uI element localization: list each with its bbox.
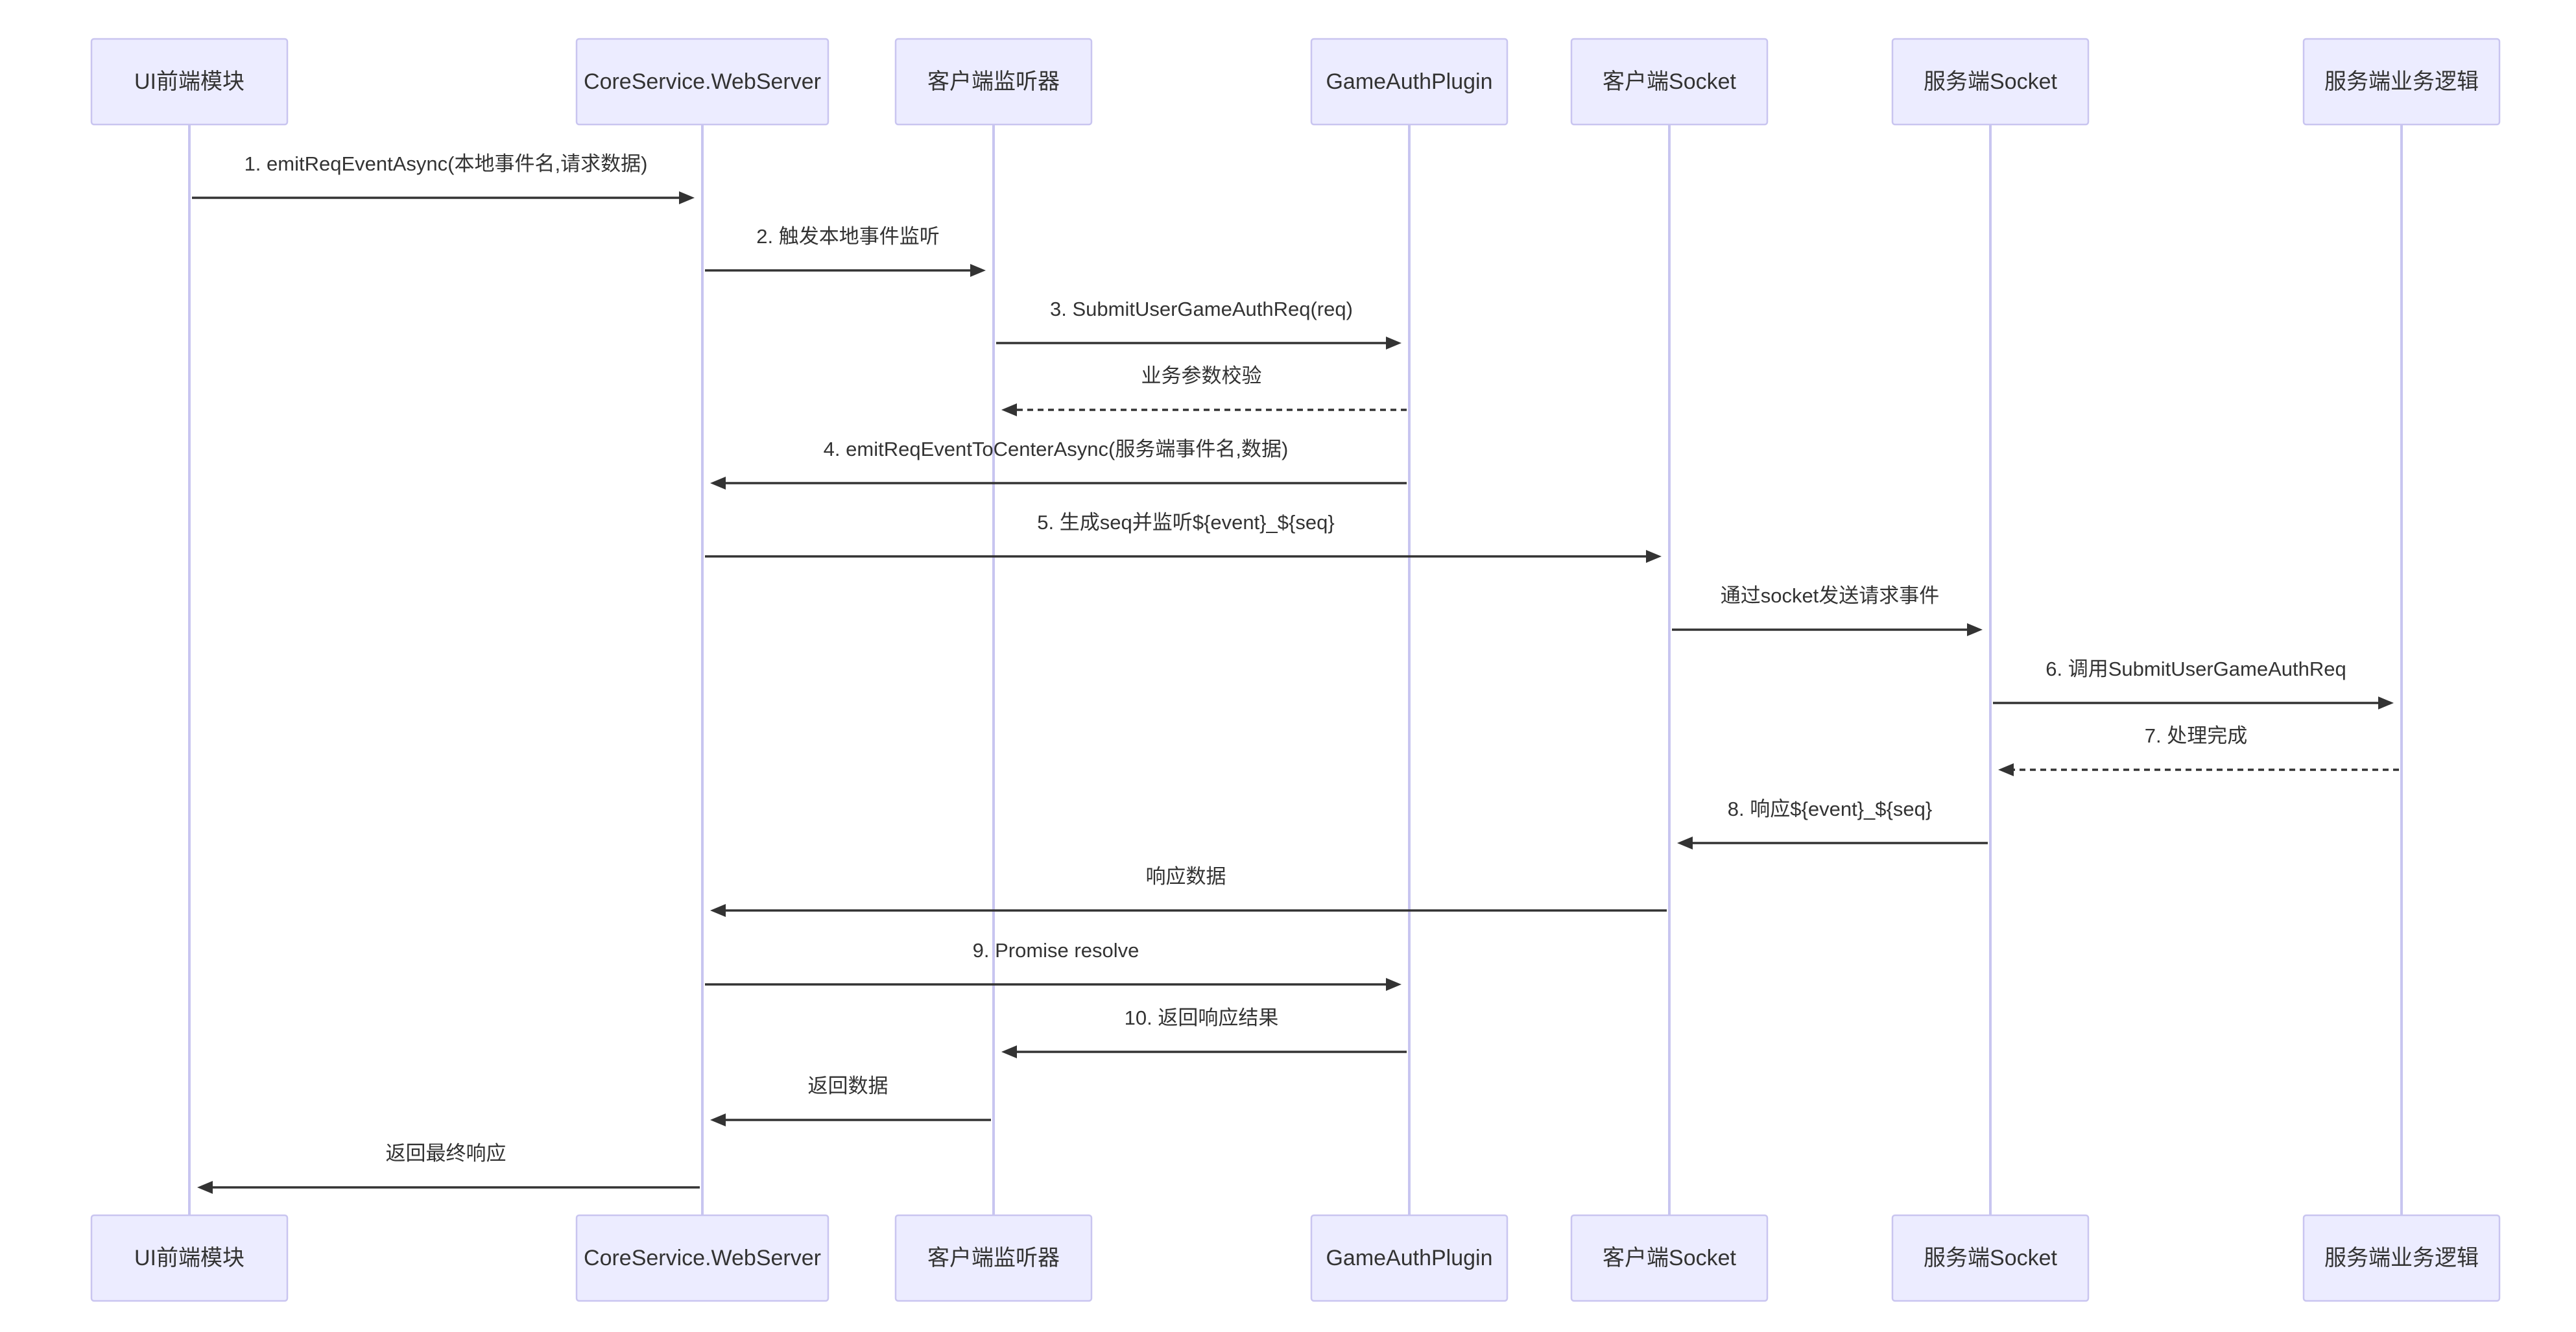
participant-box [894, 38, 1093, 126]
message-5: 4. emitReqEventToCenterAsync(服务端事件名,数据) [710, 438, 1407, 490]
message-11: 响应数据 [710, 865, 1667, 917]
participant-label: UI前端模块 [134, 1246, 244, 1270]
participant-label: 客户端监听器 [927, 1246, 1060, 1270]
participant-label: UI前端模块 [134, 69, 244, 94]
participant-box [1310, 38, 1509, 126]
participant-label: 客户端Socket [1603, 1246, 1736, 1270]
arrowhead-icon [679, 191, 695, 204]
lifelines [188, 125, 2403, 1215]
arrowhead-icon [1001, 1045, 1017, 1058]
participant-bottom-csock: 客户端Socket [1570, 1214, 1769, 1302]
participant-bottom-ssock: 服务端Socket [1891, 1214, 2090, 1302]
arrowhead-icon [1998, 763, 2014, 776]
participant-top-ui: UI前端模块 [90, 38, 289, 126]
participant-bottom-logic: 服务端业务逻辑 [2302, 1214, 2501, 1302]
message-label: 6. 调用SubmitUserGameAuthReq [2045, 658, 2346, 680]
participant-bottom-listener: 客户端监听器 [894, 1214, 1093, 1302]
participant-label: CoreService.WebServer [584, 69, 821, 94]
arrowhead-icon [1386, 978, 1401, 991]
participant-bottom-web: CoreService.WebServer [575, 1214, 829, 1302]
message-4: 业务参数校验 [1001, 364, 1407, 416]
participant-top-plugin: GameAuthPlugin [1310, 38, 1509, 126]
message-label: 10. 返回响应结果 [1125, 1006, 1279, 1029]
message-label: 7. 处理完成 [2145, 724, 2247, 747]
participant-box [1310, 1214, 1509, 1302]
participant-label: 服务端业务逻辑 [2324, 1246, 2479, 1270]
arrowhead-icon [970, 264, 986, 277]
message-label: 5. 生成seq并监听${event}_${seq} [1037, 511, 1334, 534]
participant-top-csock: 客户端Socket [1570, 38, 1769, 126]
message-14: 返回数据 [710, 1075, 991, 1126]
participant-box [575, 38, 829, 126]
participant-label: 服务端业务逻辑 [2324, 69, 2479, 94]
message-label: 响应数据 [1146, 865, 1226, 888]
participant-box [2302, 38, 2501, 126]
message-label: 2. 触发本地事件监听 [756, 225, 939, 248]
participants-bottom: UI前端模块 CoreService.WebServer 客户端监听器 GameAut… [90, 1214, 2501, 1302]
participant-box [894, 1214, 1093, 1302]
participant-label: GameAuthPlugin [1326, 69, 1492, 94]
messages: 1. emitReqEventAsync(本地事件名,请求数据) 2. 触发本地事… [192, 152, 2399, 1194]
participants-top: UI前端模块 CoreService.WebServer 客户端监听器 GameAut… [90, 38, 2501, 126]
arrowhead-icon [1001, 403, 1017, 416]
participant-box [1570, 38, 1769, 126]
participant-top-web: CoreService.WebServer [575, 38, 829, 126]
arrowhead-icon [1677, 837, 1693, 850]
arrowhead-icon [197, 1181, 213, 1194]
participant-box [575, 1214, 829, 1302]
participant-top-listener: 客户端监听器 [894, 38, 1093, 126]
participant-box [90, 38, 289, 126]
participant-bottom-ui: UI前端模块 [90, 1214, 289, 1302]
message-label: 返回数据 [808, 1075, 888, 1097]
arrowhead-icon [710, 1113, 726, 1126]
arrowhead-icon [1646, 550, 1662, 563]
message-3: 3. SubmitUserGameAuthReq(req) [996, 298, 1401, 350]
message-label: 9. Promise resolve [973, 939, 1139, 962]
message-label: 业务参数校验 [1141, 364, 1262, 387]
message-2: 2. 触发本地事件监听 [705, 225, 986, 277]
participant-top-logic: 服务端业务逻辑 [2302, 38, 2501, 126]
arrowhead-icon [1386, 337, 1401, 350]
participant-box [90, 1214, 289, 1302]
participant-bottom-plugin: GameAuthPlugin [1310, 1214, 1509, 1302]
message-6: 5. 生成seq并监听${event}_${seq} [705, 511, 1662, 563]
arrowhead-icon [710, 477, 726, 490]
participant-box [1570, 1214, 1769, 1302]
message-label: 返回最终响应 [386, 1142, 507, 1165]
participant-label: 客户端Socket [1603, 69, 1736, 94]
participant-top-ssock: 服务端Socket [1891, 38, 2090, 126]
message-1: 1. emitReqEventAsync(本地事件名,请求数据) [192, 152, 695, 204]
message-13: 10. 返回响应结果 [1001, 1006, 1407, 1058]
message-10: 8. 响应${event}_${seq} [1677, 798, 1988, 850]
arrowhead-icon [2378, 696, 2394, 709]
message-label: 3. SubmitUserGameAuthReq(req) [1050, 298, 1353, 320]
arrowhead-icon [710, 904, 726, 917]
participant-box [2302, 1214, 2501, 1302]
message-9: 7. 处理完成 [1998, 724, 2399, 776]
participant-label: 客户端监听器 [927, 69, 1060, 94]
participant-label: CoreService.WebServer [584, 1246, 821, 1270]
arrowhead-icon [1967, 623, 1983, 636]
message-8: 6. 调用SubmitUserGameAuthReq [1993, 658, 2394, 709]
message-7: 通过socket发送请求事件 [1672, 584, 1983, 636]
message-15: 返回最终响应 [197, 1142, 700, 1194]
message-label: 通过socket发送请求事件 [1721, 584, 1940, 607]
message-label: 8. 响应${event}_${seq} [1728, 798, 1932, 820]
participant-label: GameAuthPlugin [1326, 1246, 1492, 1270]
message-label: 1. emitReqEventAsync(本地事件名,请求数据) [244, 152, 648, 175]
participant-label: 服务端Socket [1924, 69, 2057, 94]
participant-label: 服务端Socket [1924, 1246, 2057, 1270]
participant-box [1891, 38, 2090, 126]
message-12: 9. Promise resolve [705, 939, 1401, 991]
message-label: 4. emitReqEventToCenterAsync(服务端事件名,数据) [824, 438, 1289, 460]
participant-box [1891, 1214, 2090, 1302]
